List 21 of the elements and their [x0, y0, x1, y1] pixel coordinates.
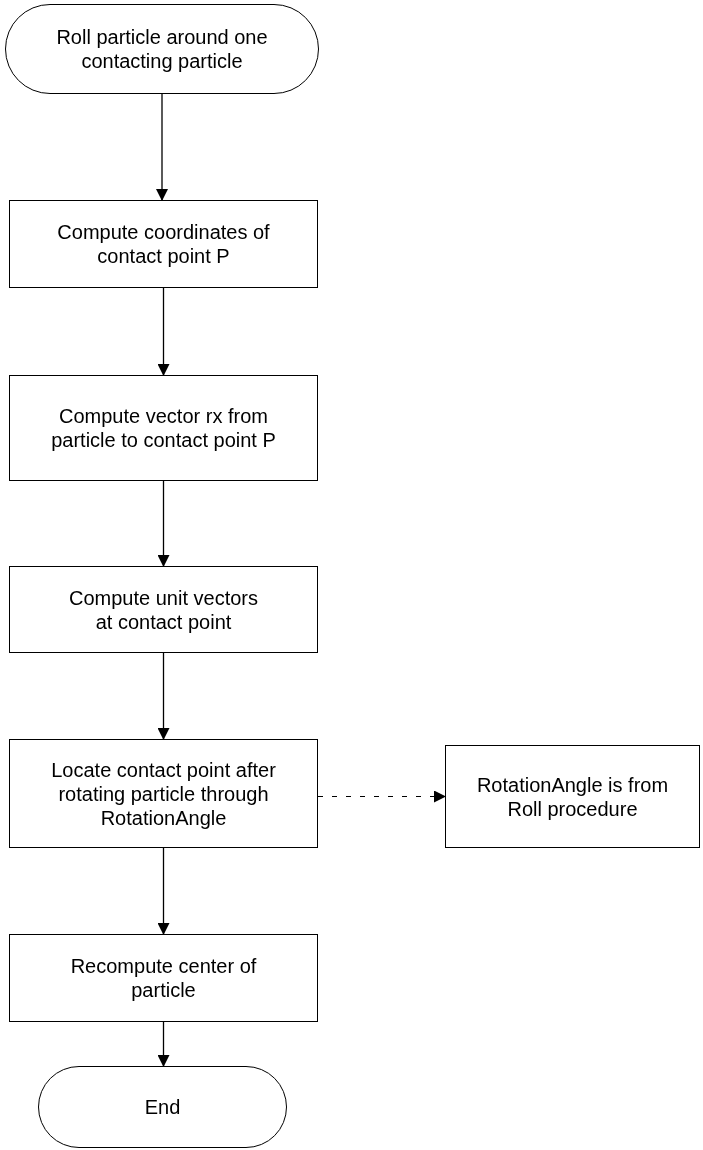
node-text: Compute vector rx from particle to contact point P	[50, 404, 277, 452]
node-text: RotationAngle is from Roll procedure	[475, 772, 670, 821]
arrow	[157, 1021, 170, 1067]
arrow	[156, 93, 168, 201]
process-box	[9, 739, 318, 848]
node-text: Compute coordinates of contact point P	[56, 220, 271, 268]
node-text: End	[144, 1095, 181, 1119]
arrow	[157, 287, 170, 376]
node-text: Compute unit vectors at contact point	[68, 585, 259, 634]
process-box	[9, 375, 318, 481]
node-text: Roll particle around one contacting particle	[55, 25, 269, 73]
node-text: Locate contact point after rotating particle through RotationAngle	[50, 757, 277, 830]
process-box	[9, 934, 318, 1022]
arrow	[157, 847, 170, 935]
process-box	[9, 566, 318, 653]
arrow	[157, 480, 170, 567]
arrow	[317, 790, 446, 803]
arrow	[157, 652, 170, 740]
process-box	[9, 200, 318, 288]
process-box	[445, 745, 700, 848]
node-text: Recompute center of particle	[69, 954, 258, 1002]
